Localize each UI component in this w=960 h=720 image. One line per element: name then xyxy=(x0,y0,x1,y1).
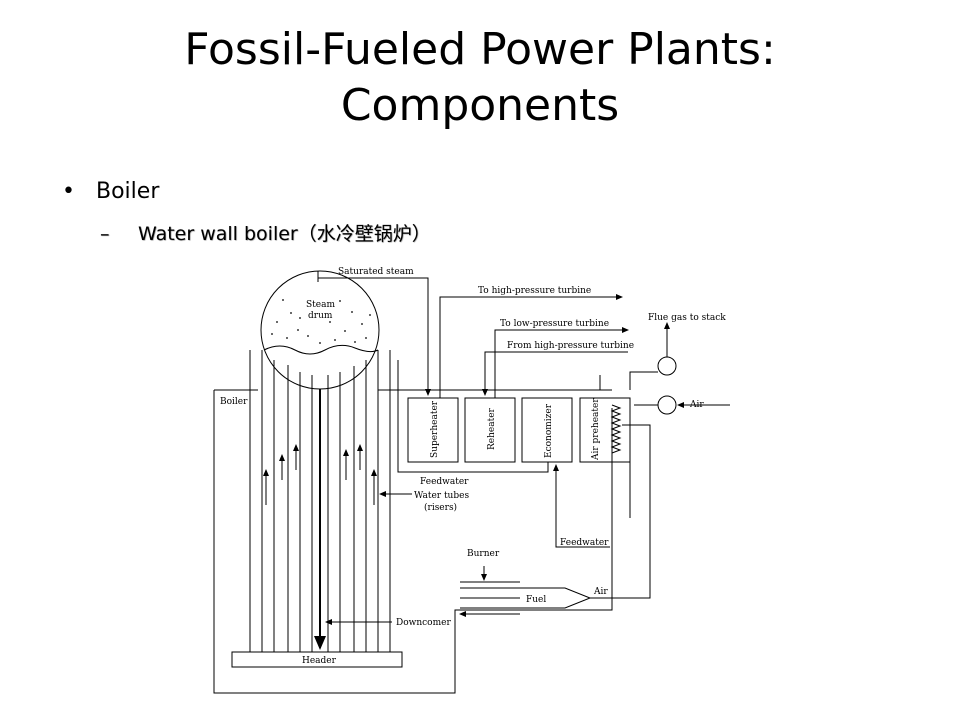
steam-drum xyxy=(260,270,380,390)
label-flue-gas: Flue gas to stack xyxy=(648,313,726,323)
reheater-box xyxy=(464,397,516,463)
air-preheater-coil xyxy=(610,404,622,454)
sub-bullet-dash: – xyxy=(100,223,110,245)
label-air-top: Air xyxy=(689,400,704,410)
label-steam-drum-1: Steam xyxy=(306,300,335,310)
label-water-tubes-2: (risers) xyxy=(424,502,457,513)
air-fan xyxy=(657,395,677,415)
to-hp-turbine-line xyxy=(439,294,623,398)
air-to-burner-line xyxy=(590,424,651,599)
saturated-steam-line xyxy=(317,271,428,395)
water-tubes xyxy=(249,350,391,652)
label-economizer: Economizer xyxy=(544,403,554,458)
title-line-1: Fossil-Fueled Power Plants: xyxy=(184,24,776,75)
label-to-lp-turbine: To low-pressure turbine xyxy=(500,319,609,329)
label-to-hp-turbine: To high-pressure turbine xyxy=(478,286,591,296)
flue-fan xyxy=(657,356,677,376)
bullet-text: Boiler xyxy=(96,179,160,204)
label-superheater: Superheater xyxy=(430,400,440,458)
label-feedwater-2: Feedwater xyxy=(560,538,609,548)
label-burner: Burner xyxy=(467,549,500,559)
fuel-nozzle xyxy=(460,587,592,609)
feedwater-bottom-line xyxy=(553,464,610,548)
label-saturated-steam: Saturated steam xyxy=(338,267,414,277)
label-from-hp-turbine: From high-pressure turbine xyxy=(507,341,634,351)
label-feedwater-1: Feedwater xyxy=(420,477,469,487)
label-header: Header xyxy=(302,656,337,666)
label-air-bottom: Air xyxy=(593,587,608,597)
label-water-tubes-1: Water tubes xyxy=(414,491,469,501)
bullet-boiler: • Boiler xyxy=(62,176,159,208)
slide-title: Fossil-Fueled Power Plants: Components xyxy=(0,22,960,134)
diagram-labels: Saturated steam To high-pressure turbine… xyxy=(220,267,726,666)
title-line-2: Components xyxy=(340,80,620,131)
to-lp-turbine-line xyxy=(494,327,629,398)
label-boiler: Boiler xyxy=(220,397,248,407)
air-preheater-box xyxy=(579,397,631,463)
label-reheater: Reheater xyxy=(487,407,497,450)
drum-dots xyxy=(271,299,371,344)
fuel-lines xyxy=(460,581,520,614)
from-hp-turbine-line xyxy=(482,351,628,396)
riser-arrows xyxy=(263,444,377,505)
header-box xyxy=(231,651,403,668)
sub-bullet-water-wall: – Water wall boiler（水冷壁锅炉） xyxy=(100,220,431,248)
economizer-box xyxy=(521,397,573,463)
bullet-dot-icon: • xyxy=(62,179,75,204)
sub-bullet-text: Water wall boiler（水冷壁锅炉） xyxy=(138,223,431,245)
drum-water-surface xyxy=(263,344,379,355)
feedwater-loop xyxy=(397,360,549,473)
label-fuel: Fuel xyxy=(526,595,546,605)
label-downcomer: Downcomer xyxy=(396,618,451,628)
label-steam-drum-2: drum xyxy=(308,311,333,321)
label-air-preheater: Air preheater xyxy=(591,398,601,461)
